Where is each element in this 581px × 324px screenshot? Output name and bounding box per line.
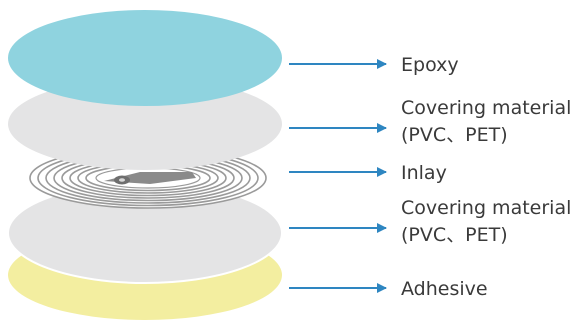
covering-top-sublabel: (PVC、PET) — [401, 124, 508, 146]
epoxy-layer — [8, 10, 282, 106]
covering-top-label: Covering material — [401, 97, 571, 119]
adhesive-label: Adhesive — [401, 278, 488, 300]
covering-bottom-sublabel: (PVC、PET) — [401, 224, 508, 246]
covering-bottom-label: Covering material — [401, 197, 571, 219]
epoxy-label: Epoxy — [401, 54, 459, 76]
inlay-label: Inlay — [401, 162, 447, 184]
covering-top-layer — [8, 78, 282, 170]
